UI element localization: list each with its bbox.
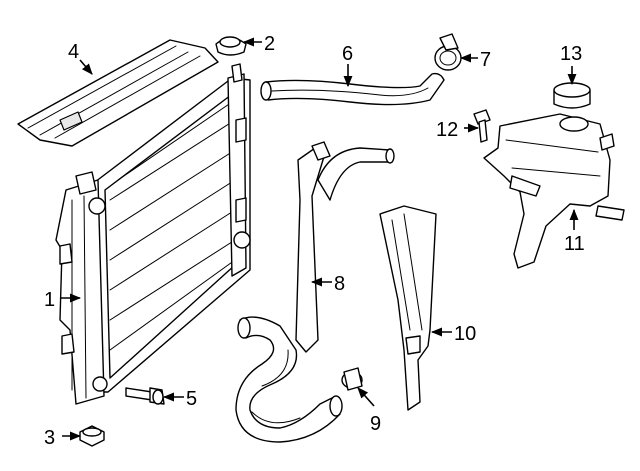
upper-hose-part	[260, 72, 445, 106]
coolant-reservoir-part	[483, 113, 625, 269]
leader-lines	[60, 37, 579, 441]
drain-plug-part	[79, 425, 105, 447]
air-deflector-part	[17, 39, 219, 147]
callout-10: 10	[454, 323, 476, 345]
side-baffle-part	[379, 205, 437, 411]
callout-8: 8	[334, 273, 345, 295]
leader-4	[79, 59, 93, 75]
lower-hose-part	[235, 141, 395, 443]
callout-3: 3	[44, 427, 55, 449]
bolt-part	[125, 387, 165, 405]
callout-12: 12	[436, 119, 458, 141]
callout-numbers: 1 2 3 4 5 6 7 8 9 10 11 12 13	[44, 33, 585, 449]
callout-9: 9	[370, 413, 381, 435]
callout-11: 11	[564, 233, 585, 255]
callout-1: 1	[44, 289, 55, 311]
radiator-part	[55, 63, 251, 405]
callout-13: 13	[560, 43, 582, 65]
callout-7: 7	[480, 49, 491, 71]
fitting-part	[341, 367, 363, 391]
leader-9	[357, 387, 375, 407]
radiator-cap-part	[215, 36, 247, 56]
hose-clamp-part	[434, 33, 462, 71]
mount-bolt-part	[473, 109, 491, 143]
reservoir-cap-part	[553, 82, 591, 109]
callout-5: 5	[186, 388, 197, 410]
callout-2: 2	[264, 33, 275, 55]
callout-6: 6	[342, 43, 353, 65]
callout-4: 4	[68, 41, 79, 63]
